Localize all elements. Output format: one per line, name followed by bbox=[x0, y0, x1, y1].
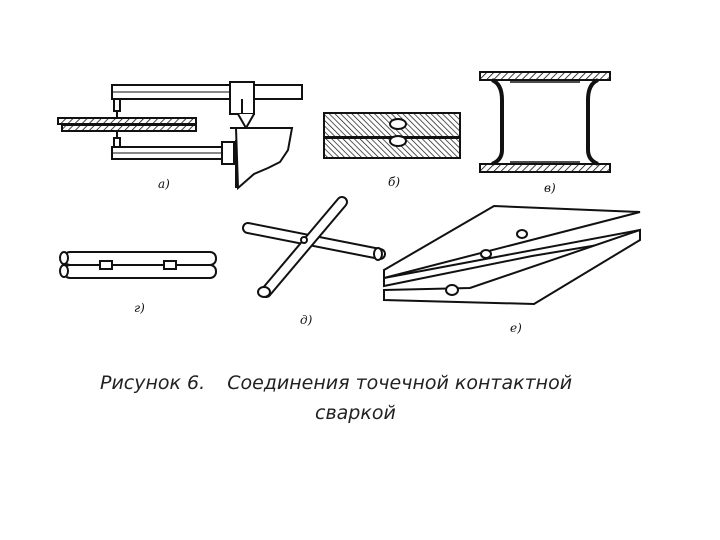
label-b: б) bbox=[388, 175, 400, 189]
view-d-crossed-rods bbox=[242, 196, 386, 298]
view-a-spot-welder bbox=[57, 81, 303, 191]
view-b-lap-joint-section bbox=[323, 112, 461, 159]
label-e: е) bbox=[510, 321, 522, 335]
label-v: в) bbox=[544, 181, 556, 195]
label-d: д) bbox=[300, 313, 313, 327]
view-e-two-sheets bbox=[383, 204, 641, 306]
label-a: а) bbox=[158, 177, 170, 191]
view-g-parallel-rods bbox=[59, 251, 217, 279]
caption-line2: сваркой bbox=[315, 402, 396, 424]
figure-caption: Рисунок 6. Соединения точечной контактной… bbox=[60, 368, 680, 428]
caption-line1: Соединения точечной контактной bbox=[227, 372, 573, 394]
caption-number: Рисунок 6. bbox=[100, 372, 206, 394]
view-v-welded-profile bbox=[479, 71, 611, 173]
label-g: г) bbox=[134, 301, 145, 315]
